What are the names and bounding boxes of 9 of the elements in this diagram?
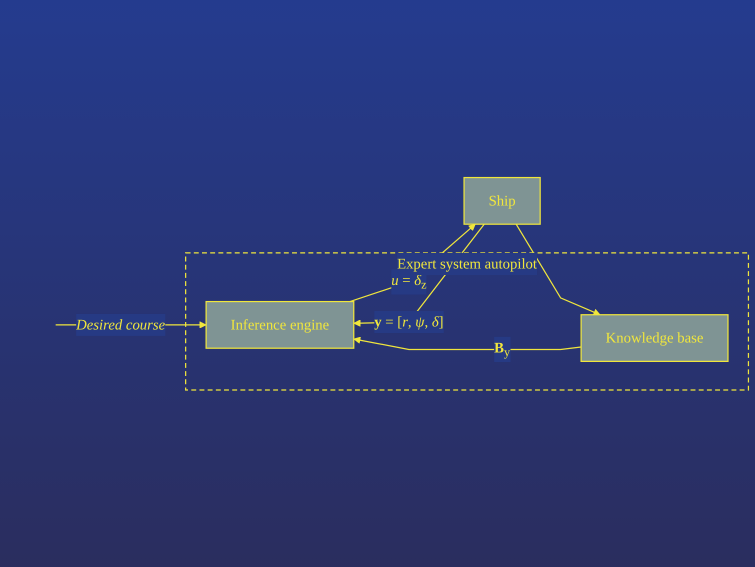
node-box: Knowledge base <box>580 314 729 362</box>
edge-label: y = [r, ψ, δ] <box>374 313 444 330</box>
edge-label: u = δ$_{z}$ <box>391 271 427 292</box>
edge-label: B$_{y}$ <box>494 338 510 360</box>
node-box: Inference engine <box>205 300 354 349</box>
edge-label: Desired course <box>76 316 166 332</box>
arrow <box>516 224 600 316</box>
arrow <box>353 336 582 350</box>
node-box: Ship <box>463 176 541 225</box>
